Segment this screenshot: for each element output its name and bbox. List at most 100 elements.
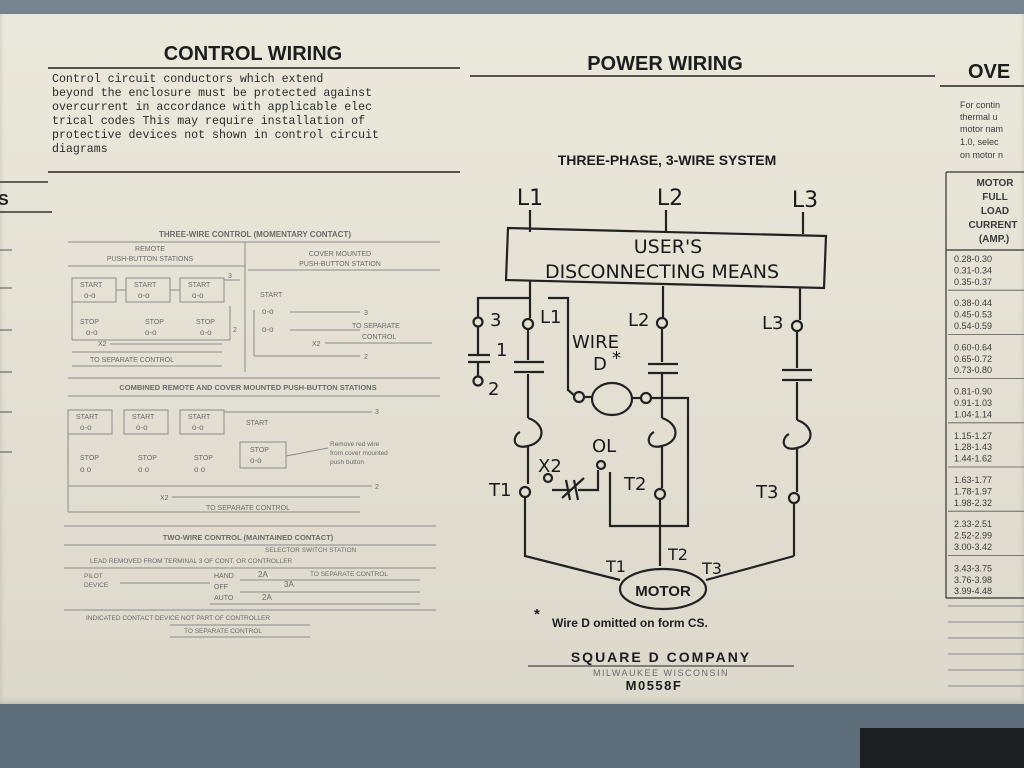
table-row: 2.52-2.99 [954,531,992,541]
company-name: SQUARE D COMPANY [571,649,751,665]
svg-text:START: START [132,414,155,421]
svg-text:o-o: o-o [80,423,92,432]
svg-text:STOP: STOP [80,455,99,462]
svg-text:2: 2 [233,327,237,334]
svg-text:START: START [246,420,269,427]
svg-text:from cover mounted: from cover mounted [330,450,388,457]
svg-text:PILOT: PILOT [84,573,103,580]
terminal-t1-top: T1 [488,480,511,501]
svg-text:*: * [612,348,621,369]
svg-text:protective devices not show: protective devices not shown in control … [52,129,379,142]
part-number: M0558F [626,678,683,693]
table-row: 1.28-1.43 [954,442,992,452]
table-row: 0.65-0.72 [954,354,992,364]
motor-symbol: T1 T2 T3 MOTOR [523,522,795,611]
svg-text:2: 2 [488,379,499,400]
svg-text:3: 3 [228,273,232,280]
svg-text:WIRE: WIRE [572,332,619,353]
svg-text:START: START [134,282,157,289]
enclosure-latch [860,728,1024,768]
svg-text:overcurrent in accordance wi: overcurrent in accordance with applicabl… [52,101,372,114]
svg-text:*: * [534,606,540,623]
svg-text:3: 3 [375,409,379,416]
svg-text:SELECTOR SWITCH STATION: SELECTOR SWITCH STATION [265,547,357,554]
svg-text:TO SEPARATE CONTROL: TO SEPARATE CONTROL [310,571,388,578]
phase-l3-circuit: L3 T3 [755,288,812,556]
svg-text:o-o: o-o [200,328,212,337]
svg-text:MOTOR: MOTOR [635,583,691,600]
svg-text:INDICATED CONTACT DEVICE NOT P: INDICATED CONTACT DEVICE NOT PART OF CON… [86,615,270,622]
three-phase-subtitle: THREE-PHASE, 3-WIRE SYSTEM [558,152,777,168]
svg-text:T2: T2 [667,545,688,564]
combined-stations-title: COMBINED REMOTE AND COVER MOUNTED PUSH-B… [119,383,376,392]
overload-table: OVE For contin thermal u motor nam 1.0, … [940,61,1024,687]
svg-text:X2: X2 [312,341,321,348]
svg-text:FULL: FULL [982,192,1008,203]
svg-text:o-o: o-o [84,291,96,300]
svg-text:TO SEPARATE: TO SEPARATE [352,323,400,330]
svg-text:beyond the enclosure must be p: beyond the enclosure must be protected a… [52,87,372,100]
svg-text:3A: 3A [284,580,294,589]
phase-l2-circuit: L2 T2 [623,286,678,566]
control-wiring-title: CONTROL WIRING [164,43,343,65]
svg-text:2: 2 [364,354,368,361]
svg-text:trical codes This may require: trical codes This may require installati… [52,115,365,128]
svg-text:Control circuit conductors: Control circuit conductors which extend [52,73,323,86]
table-row: 0.31-0.34 [954,265,992,275]
table-row: 0.81-0.90 [954,387,992,397]
svg-text:USER'S: USER'S [634,236,702,258]
svg-text:For contin: For contin [960,100,1000,110]
svg-text:TO SEPARATE CONTROL: TO SEPARATE CONTROL [206,505,290,512]
svg-text:diagrams: diagrams [52,143,108,156]
table-row: 1.04-1.14 [954,409,992,419]
svg-text:STOP: STOP [145,319,164,326]
terminal-t2-top: T2 [623,474,646,495]
svg-text:o-o: o-o [136,423,148,432]
svg-text:2: 2 [375,484,379,491]
svg-text:T3: T3 [701,559,722,578]
table-row: 3.76-3.98 [954,575,992,585]
svg-text:o-o: o-o [262,325,274,334]
svg-text:on motor n: on motor n [960,150,1003,160]
svg-text:o-o: o-o [192,291,204,300]
svg-text:o o: o o [138,465,150,474]
svg-text:1: 1 [496,340,507,361]
line-label-l2: L2 [657,186,683,211]
svg-text:L2: L2 [628,310,649,331]
table-row: 3.00-3.42 [954,542,992,552]
svg-text:2A: 2A [258,570,268,579]
svg-text:o-o: o-o [192,423,204,432]
power-wiring-title: POWER WIRING [587,53,743,75]
table-row: 0.54-0.59 [954,321,992,331]
terminal-t3-top: T3 [755,482,778,503]
svg-text:motor nam: motor nam [960,124,1003,134]
svg-text:STOP: STOP [80,319,99,326]
svg-text:PUSH-BUTTON STATIONS: PUSH-BUTTON STATIONS [107,256,194,263]
three-wire-title: THREE-WIRE CONTROL (MOMENTARY CONTACT) [159,230,351,239]
table-row: 0.45-0.53 [954,310,992,320]
line-label-l1: L1 [517,186,543,211]
table-row: 0.60-0.64 [954,342,992,352]
svg-text:o-o: o-o [262,307,274,316]
table-row: 2.33-2.51 [954,519,992,529]
svg-text:1.0, selec: 1.0, selec [960,137,999,147]
remote-header: REMOTE [135,246,165,253]
left-column-edge: S [0,181,52,453]
svg-text:o-o: o-o [145,328,157,337]
enclosure-frame-top [0,0,1024,16]
svg-text:S: S [0,192,9,209]
svg-text:o-o: o-o [250,456,262,465]
svg-text:START: START [188,282,211,289]
svg-text:o o: o o [194,465,206,474]
table-row: 0.28-0.30 [954,254,992,264]
svg-text:L1: L1 [540,307,561,328]
svg-text:push button: push button [330,459,364,466]
svg-text:LOAD: LOAD [981,206,1009,217]
table-row: 0.73-0.80 [954,365,992,375]
svg-text:X2: X2 [538,456,562,477]
svg-text:L3: L3 [762,313,783,334]
svg-text:3: 3 [364,310,368,317]
table-row: 0.38-0.44 [954,298,992,308]
table-row: 0.91-1.03 [954,398,992,408]
svg-text:HAND: HAND [214,573,234,580]
